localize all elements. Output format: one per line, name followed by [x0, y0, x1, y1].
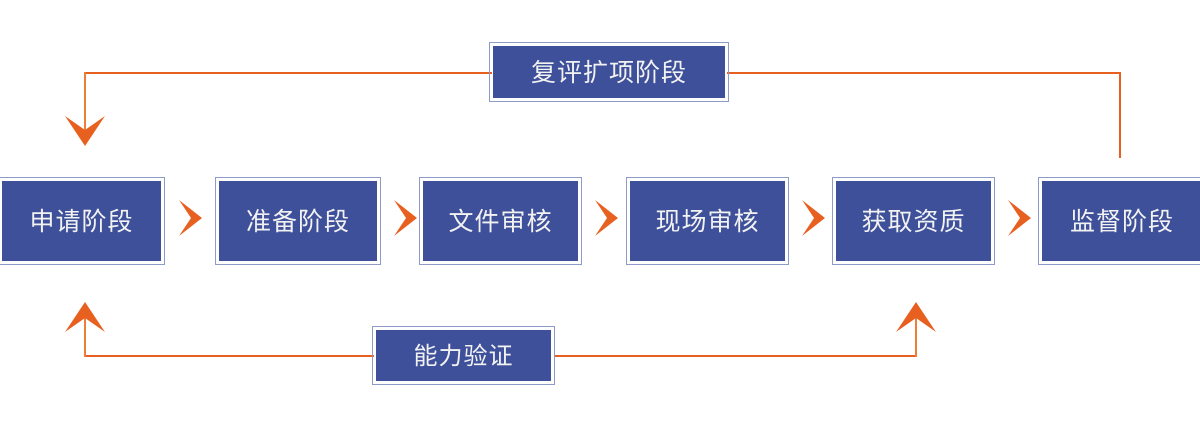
loop-top-label-box[interactable]: 复评扩项阶段 [489, 42, 729, 102]
loop-bottom-label-box[interactable]: 能力验证 [372, 326, 555, 385]
step-label-5: 获取资质 [861, 206, 966, 236]
loop-bottom-left-vertical [84, 312, 86, 357]
step-box-5[interactable]: 获取资质 [832, 177, 995, 265]
step-label-2: 准备阶段 [245, 206, 350, 236]
loop-top-left-horizontal [84, 72, 492, 74]
step-box-4[interactable]: 现场审核 [626, 177, 789, 265]
step-label-3: 文件审核 [448, 206, 553, 236]
step-box-6[interactable]: 监督阶段 [1038, 177, 1200, 265]
step-label-6: 监督阶段 [1069, 206, 1174, 236]
chevron-right-icon [176, 198, 204, 238]
loop-top-label: 复评扩项阶段 [530, 57, 687, 87]
step-box-2[interactable]: 准备阶段 [215, 177, 381, 265]
arrow-up-icon [63, 300, 107, 336]
loop-top-right-horizontal [727, 72, 1121, 74]
step-label-1: 申请阶段 [29, 206, 134, 236]
chevron-right-icon [799, 198, 827, 238]
loop-top-right-vertical [1119, 72, 1121, 158]
arrow-up-icon [894, 300, 938, 336]
loop-bottom-right-horizontal [554, 355, 917, 357]
chevron-right-icon [1005, 198, 1033, 238]
step-box-1[interactable]: 申请阶段 [0, 177, 165, 265]
chevron-right-icon [391, 198, 419, 238]
loop-top-left-vertical [84, 72, 86, 140]
loop-bottom-label: 能力验证 [413, 341, 514, 370]
step-box-3[interactable]: 文件审核 [419, 177, 582, 265]
arrow-down-icon [63, 112, 107, 148]
step-label-4: 现场审核 [655, 206, 760, 236]
loop-bottom-left-horizontal [84, 355, 374, 357]
loop-bottom-right-vertical [915, 312, 917, 357]
chevron-right-icon [592, 198, 620, 238]
